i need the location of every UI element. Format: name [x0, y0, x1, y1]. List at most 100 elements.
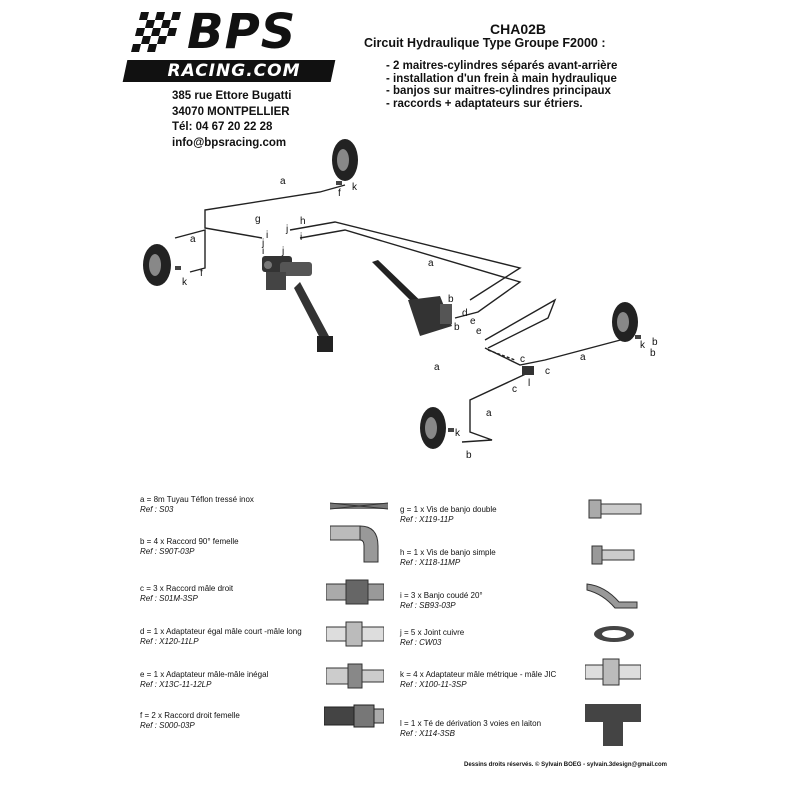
part-description: b = 4 x Raccord 90° femelle: [140, 537, 239, 546]
feature-item: - installation d'un frein à main hydraul…: [386, 72, 617, 85]
diagram-label-b: b: [652, 337, 658, 348]
braided-hose-icon: [330, 502, 388, 510]
hose-line: [204, 184, 346, 239]
part-description: g = 1 x Vis de banjo double: [400, 505, 497, 514]
metric-jic-adapter-icon: [585, 658, 641, 686]
straight-male-fitting-icon: [326, 579, 384, 605]
brake-disc-rear-right: [612, 302, 638, 342]
brass-tee: [522, 366, 534, 375]
diagram-label-c: c: [545, 366, 550, 377]
part-reference: Ref : SB93-03P: [400, 601, 456, 610]
part-entry-b: b = 4 x Raccord 90° femelle Ref : S90T-0…: [140, 537, 239, 557]
part-description: e = 1 x Adaptateur mâle-mâle inégal: [140, 670, 269, 679]
part-entry-a: a = 8m Tuyau Téflon tressé inox Ref : S0…: [140, 495, 254, 515]
angled-banjo-icon: [586, 583, 638, 609]
part-description: f = 2 x Raccord droit femelle: [140, 711, 240, 720]
part-reference: Ref : CW03: [400, 638, 442, 647]
checkered-flag-icon: [131, 12, 181, 52]
diagram-label-c: c: [520, 354, 525, 365]
diagram-label-a: a: [434, 362, 440, 373]
brake-disc-front-left: [143, 244, 171, 286]
part-description: j = 5 x Joint cuivre: [400, 628, 465, 637]
part-reference: Ref : X13C-11-12LP: [140, 680, 212, 689]
diagram-label-j: j: [285, 224, 288, 235]
part-description: i = 3 x Banjo coudé 20°: [400, 591, 483, 600]
double-banjo-bolt-icon: [588, 499, 642, 519]
part-description: k = 4 x Adaptateur mâle métrique - mâle …: [400, 670, 557, 679]
part-entry-h: h = 1 x Vis de banjo simple Ref : X118-1…: [400, 548, 496, 568]
bps-racing-logo: BPS RACING.COM: [122, 4, 336, 82]
unequal-adapter-icon: [326, 663, 384, 689]
handbrake-lever: [372, 260, 452, 336]
diagram-label-c: c: [512, 384, 517, 395]
diagram-label-b: b: [650, 348, 656, 359]
product-title: Circuit Hydraulique Type Groupe F2000 :: [364, 36, 606, 50]
hose-line: [484, 298, 557, 349]
diagram-label-e: e: [470, 316, 476, 327]
part-reference: Ref : X118-11MP: [400, 558, 461, 567]
diagram-label-a: a: [580, 352, 586, 363]
diagram-label-i: i: [262, 246, 264, 257]
diagram-label-h: h: [300, 216, 306, 227]
single-banjo-bolt-icon: [591, 545, 635, 565]
elbow-fitting-icon: [330, 525, 379, 563]
feature-list: - 2 maitres-cylindres séparés avant-arri…: [386, 60, 617, 110]
hose-line: [289, 221, 522, 301]
part-entry-d: d = 1 x Adaptateur égal mâle court -mâle…: [140, 627, 302, 647]
copper-washer-icon: [594, 626, 634, 642]
part-entry-g: g = 1 x Vis de banjo double Ref : X119-1…: [400, 505, 497, 525]
feature-item: - raccords + adaptateurs sur étriers.: [386, 97, 583, 110]
address-phone: Tél: 04 67 20 22 28: [172, 121, 273, 133]
feature-item: - banjos sur maitres-cylindres principau…: [386, 85, 611, 97]
pedal-box: [262, 256, 333, 352]
diagram-label-k: k: [455, 428, 461, 439]
part-entry-i: i = 3 x Banjo coudé 20° Ref : SB93-03P: [400, 591, 483, 611]
diagram-label-f: f: [200, 268, 203, 279]
part-reference: Ref : S90T-03P: [140, 547, 195, 556]
diagram-label-a: a: [486, 408, 492, 419]
diagram-label-d: d: [462, 308, 468, 319]
logo-racing-text: RACING.COM: [167, 61, 301, 81]
part-reference: Ref : X114-3SB: [400, 729, 455, 738]
hose-line: [299, 229, 522, 319]
part-description: l = 1 x Té de dérivation 3 voies en lait…: [400, 719, 542, 728]
product-code: CHA02B: [490, 21, 547, 37]
diagram-label-l: l: [528, 378, 530, 389]
diagram-label-a: a: [428, 258, 434, 269]
part-reference: Ref : S03: [140, 505, 174, 514]
part-entry-e: e = 1 x Adaptateur mâle-mâle inégal Ref …: [140, 670, 268, 690]
part-reference: Ref : S000-03P: [140, 721, 195, 730]
hose-line: [174, 229, 206, 273]
diagram-label-k: k: [352, 182, 358, 193]
diagram-label-f: f: [338, 188, 341, 199]
equal-adapter-icon: [326, 621, 384, 647]
diagram-label-b: b: [466, 450, 472, 461]
diagram-label-g: g: [255, 214, 261, 225]
company-address: 385 rue Ettore Bugatti 34070 MONTPELLIER…: [172, 89, 292, 151]
diagram-label-e: e: [476, 326, 482, 337]
hydraulic-circuit-diagram: a k f a g j h i j i i j k f a b d e e b …: [143, 139, 658, 461]
diagram-label-i: i: [266, 230, 268, 241]
part-entry-l: l = 1 x Té de dérivation 3 voies en lait…: [400, 719, 541, 739]
copyright-credit: Dessins droits réservés. © Sylvain BOEG …: [464, 762, 668, 768]
diagram-label-k: k: [182, 277, 188, 288]
diagram-label-j: j: [261, 238, 264, 249]
part-reference: Ref : S01M-3SP: [140, 594, 198, 603]
logo-bps-text: BPS: [187, 4, 297, 60]
part-entry-j: j = 5 x Joint cuivre Ref : CW03: [400, 628, 464, 648]
address-email: info@bpsracing.com: [172, 136, 287, 149]
brake-disc-rear-left: [420, 407, 446, 449]
brake-disc-front-right: [332, 139, 358, 181]
hose-line: [484, 337, 629, 366]
part-reference: Ref : X119-11P: [400, 515, 454, 524]
part-entry-k: k = 4 x Adaptateur mâle métrique - mâle …: [400, 670, 556, 690]
hose-line: [461, 371, 531, 443]
part-description: h = 1 x Vis de banjo simple: [400, 548, 496, 557]
address-city: 34070 MONTPELLIER: [172, 105, 290, 118]
brass-tee-icon: [585, 704, 641, 746]
diagram-label-a: a: [190, 234, 196, 245]
part-description: a = 8m Tuyau Téflon tressé inox: [140, 495, 254, 504]
part-reference: Ref : X100-11-3SP: [400, 680, 467, 689]
feature-item: - 2 maitres-cylindres séparés avant-arri…: [386, 60, 618, 72]
diagram-label-k: k: [640, 340, 646, 351]
